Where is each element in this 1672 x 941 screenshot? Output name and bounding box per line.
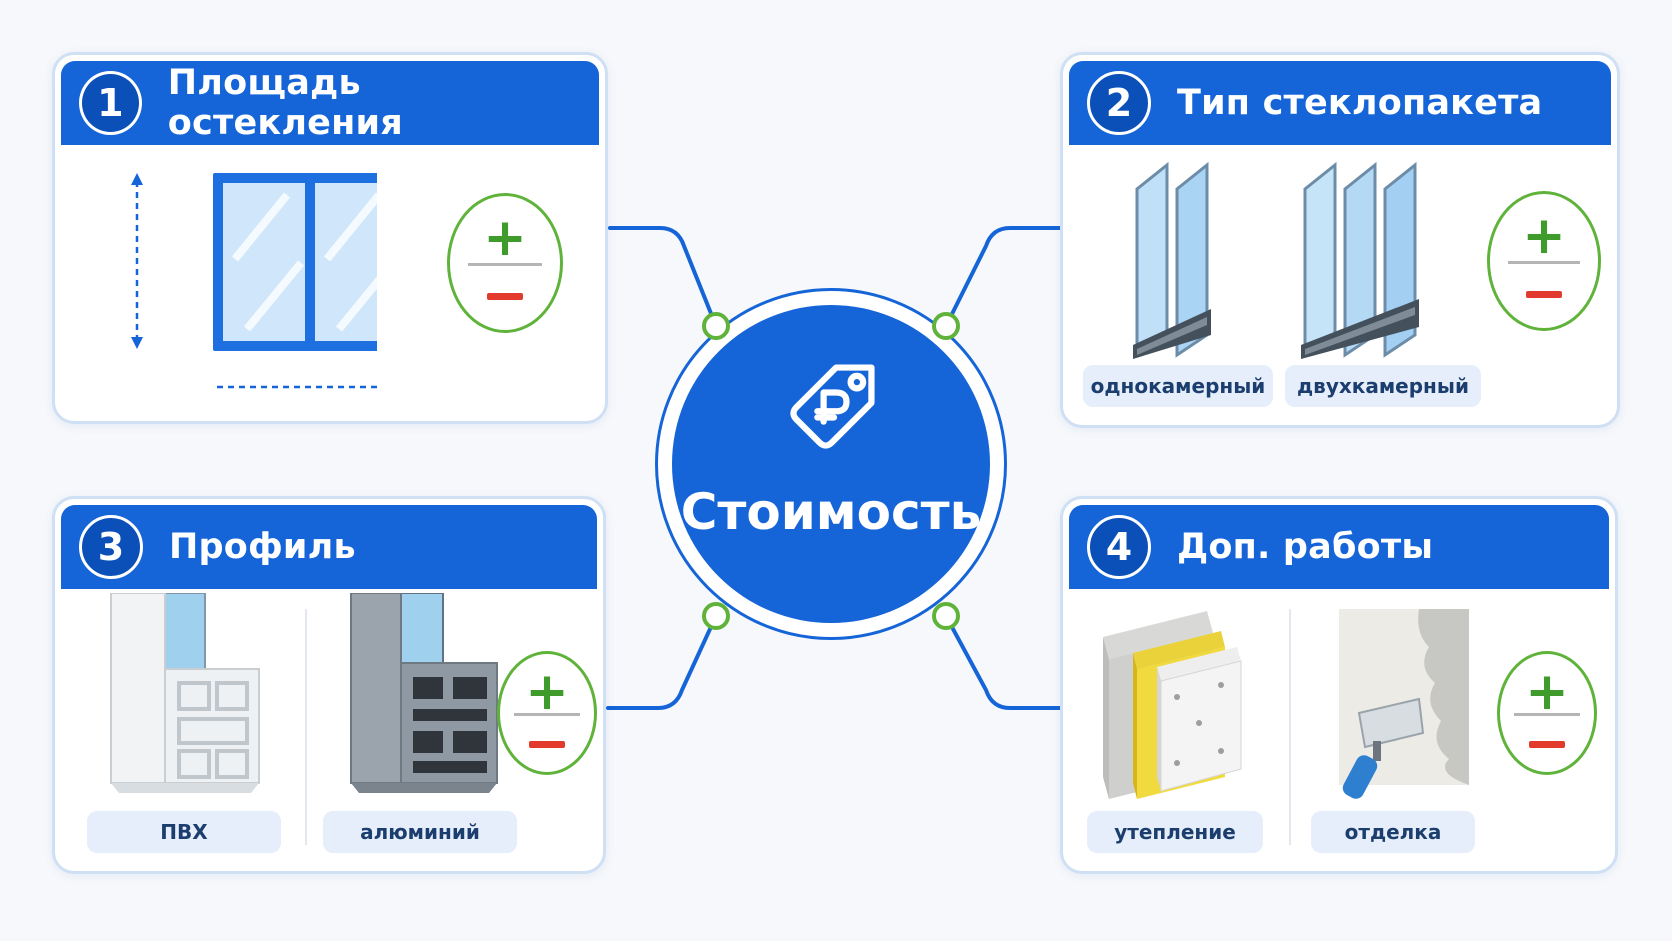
card-title: Тип стеклопакета	[1177, 83, 1543, 123]
plastering-trowel-icon	[1339, 609, 1469, 799]
card-glazing-area: 1 Площадь остекления +	[52, 52, 608, 424]
insulation-layers-icon	[1103, 611, 1242, 799]
connector-card-4	[944, 614, 1062, 710]
aluminum-profile-icon	[350, 593, 498, 793]
connector-card-3	[606, 614, 718, 710]
divider	[305, 609, 307, 845]
card-profile: 3 Профиль	[52, 496, 606, 874]
connector-dot-4	[932, 602, 960, 630]
center-title: Стоимость	[680, 483, 982, 541]
card-body: + утепление отделка	[1063, 589, 1615, 871]
card-header: 3 Профиль	[61, 505, 597, 589]
option-pill-aluminum: алюминий	[323, 811, 517, 853]
option-pill-single-chamber: однокамерный	[1083, 365, 1273, 407]
option-pill-insulation: утепление	[1087, 811, 1263, 853]
connector-card-1	[608, 226, 718, 328]
single-chamber-glass-icon	[1133, 161, 1211, 359]
card-header: 1 Площадь остекления	[61, 61, 599, 145]
card-number-badge: 4	[1087, 515, 1151, 579]
plus-minus-icon: +	[1487, 191, 1601, 331]
connector-dot-2	[932, 312, 960, 340]
card-body: + ПВХ алюминий	[55, 589, 603, 871]
card-number-badge: 1	[79, 71, 142, 135]
card-body: +	[55, 145, 605, 421]
divider	[1289, 609, 1291, 845]
card-header: 2 Тип стеклопакета	[1069, 61, 1611, 145]
option-pill-pvc: ПВХ	[87, 811, 281, 853]
ruble-price-tag-icon	[790, 364, 875, 449]
card-body: + однокамерный двухкамерный	[1063, 145, 1617, 425]
card-title: Площадь остекления	[167, 63, 403, 143]
option-pill-double-chamber: двухкамерный	[1285, 365, 1481, 407]
card-title: Профиль	[169, 527, 356, 567]
card-header: 4 Доп. работы	[1069, 505, 1609, 589]
center-node: Стоимость	[655, 288, 1007, 640]
card-glass-unit-type: 2 Тип стеклопакета + однокамерный двухка…	[1060, 52, 1620, 428]
connector-card-2	[944, 226, 1062, 328]
card-number-badge: 3	[79, 515, 143, 579]
card-number-badge: 2	[1087, 71, 1151, 135]
plus-minus-icon: +	[497, 651, 597, 775]
plus-minus-icon: +	[1497, 651, 1597, 775]
double-chamber-glass-icon	[1301, 161, 1419, 359]
card-additional-works: 4 Доп. работы + утепление отделка	[1060, 496, 1618, 874]
card-title: Доп. работы	[1177, 527, 1434, 567]
plus-minus-icon: +	[447, 193, 563, 333]
option-pill-finishing: отделка	[1311, 811, 1475, 853]
connector-dot-1	[702, 312, 730, 340]
pvc-profile-icon	[110, 593, 260, 793]
center-node-fill: Стоимость	[672, 305, 990, 623]
connector-dot-3	[702, 602, 730, 630]
window-dimensions-icon	[131, 173, 377, 389]
